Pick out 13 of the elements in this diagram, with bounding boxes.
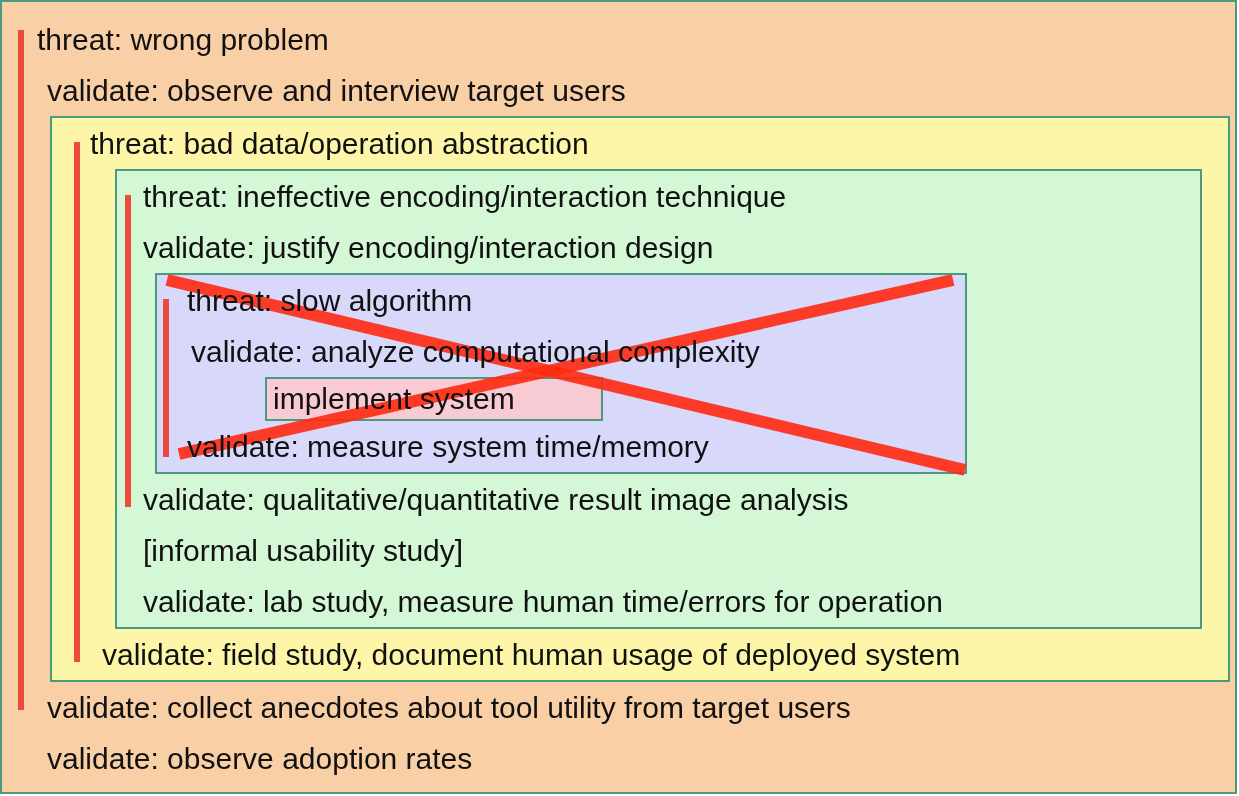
list-item-text: validate: observe adoption rates — [46, 741, 473, 777]
list-item-text: threat: bad data/operation abstraction — [89, 126, 589, 162]
list-item-text: validate: lab study, measure human time/errors for operation — [142, 584, 943, 620]
list-item-text: validate: field study, document human usage of deployed system — [101, 637, 961, 673]
list-item-text: threat: ineffective encoding/interaction technique — [142, 179, 787, 215]
list-item-text: validate: justify encoding/interaction design — [142, 230, 714, 266]
list-item-text: [informal usability study] — [142, 533, 464, 569]
list-item-text: validate: collect anecdotes about tool utility from target users — [46, 690, 851, 726]
list-item-text: validate: qualitative/quantitative result image analysis — [142, 482, 849, 518]
nested-level-panel — [115, 169, 1202, 629]
list-item-text: threat: wrong problem — [36, 22, 329, 58]
nested-level-panel — [50, 116, 1230, 682]
list-item-text: validate: observe and interview target users — [46, 73, 626, 109]
